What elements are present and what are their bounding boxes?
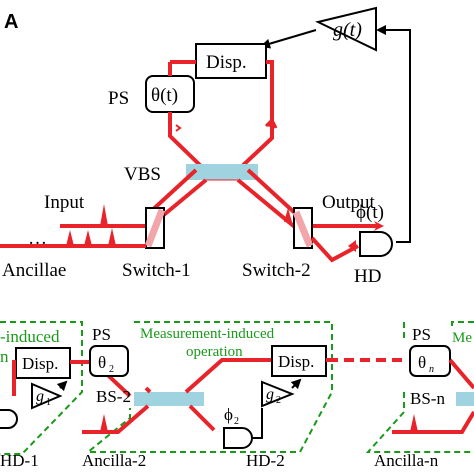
left-block-text-2: n <box>0 347 9 366</box>
beam-to-hd <box>310 236 359 263</box>
me-text: Me <box>452 330 472 346</box>
bsn-splitter <box>456 392 474 406</box>
disp-label-1: Disp. <box>22 354 58 373</box>
switch-1-mirror <box>144 208 166 248</box>
output-pulse <box>284 208 292 222</box>
g2-arrow <box>290 378 302 390</box>
disp-label-top: Disp. <box>206 52 247 73</box>
disp-box-2 <box>271 345 327 377</box>
beam-vbs-to-ps <box>168 112 207 172</box>
hd2-label: HD-2 <box>246 451 285 470</box>
input-pulse <box>100 204 108 226</box>
g1-arrow <box>56 380 68 392</box>
beam-bs2-to-disp2 <box>184 358 272 394</box>
hd-detector <box>359 231 393 257</box>
ancillae-dots: … <box>28 228 47 249</box>
beam-disp-to-vbs <box>236 60 274 172</box>
dashed-block-middle <box>85 321 333 453</box>
switch-1-label: Switch-1 <box>122 260 191 281</box>
bsn-label: BS-n <box>410 389 445 408</box>
ps-phase-top: θ(t) <box>151 85 178 106</box>
beam-bs2-ancilla <box>82 404 150 434</box>
gain-to-disp-line <box>260 29 317 49</box>
theta-n: θ <box>418 353 426 372</box>
disp-label-2: Disp. <box>278 352 314 371</box>
arrow-mark-1 <box>175 124 182 132</box>
switch-2-label: Switch-2 <box>242 260 311 281</box>
ps-label-n: PS <box>412 325 431 344</box>
feedback-line <box>376 25 411 243</box>
dashed-block-right <box>365 321 474 453</box>
bs2-splitter <box>134 392 204 406</box>
beam-bsn-ancilla <box>392 410 474 434</box>
disp-box-top <box>195 43 267 79</box>
g2-sub: 2 <box>276 395 281 406</box>
theta2-sub: 2 <box>109 364 114 375</box>
hd2-detector <box>223 427 253 449</box>
gain-label: g(t) <box>333 19 362 41</box>
input-label: Input <box>44 192 85 213</box>
g1-label: g <box>36 388 44 405</box>
ps-label-top: PS <box>108 88 129 109</box>
ancilla-n-label: Ancilla-n <box>374 451 439 470</box>
theta2: θ <box>98 353 106 372</box>
hd2-wire <box>252 408 263 439</box>
ps-box-2 <box>89 345 129 377</box>
ancillae-label: Ancillae <box>2 260 66 281</box>
beam-psn-to-bsn <box>448 358 474 390</box>
gain-amplifier <box>315 6 377 52</box>
panel-label: A <box>4 11 18 33</box>
meas-line-2: operation <box>186 344 243 360</box>
ancilla2-pulse <box>100 414 108 432</box>
beam-cross-a <box>146 168 198 216</box>
beam-bs2-to-hd2 <box>188 404 216 432</box>
hd1-label: HD-1 <box>0 451 39 470</box>
bs2-label: BS-2 <box>96 387 131 406</box>
arrow-mark-2 <box>264 117 278 129</box>
output-label: Output <box>322 192 376 213</box>
gain-amplifier-2 <box>261 380 295 408</box>
ps-label-2: PS <box>92 325 111 344</box>
ancilla-n-pulse <box>410 414 418 432</box>
left-block-text-1: -induced <box>0 327 60 346</box>
g2-label: g <box>266 386 274 403</box>
phi2: ϕ <box>224 405 233 424</box>
ancilla-pulse-2 <box>84 230 92 246</box>
hd-label: HD <box>354 266 381 287</box>
beam-to-hd-arrow <box>348 240 356 252</box>
beam-b1-left <box>12 360 16 396</box>
ancilla-pulse-3 <box>108 228 116 246</box>
theta-n-sub: n <box>429 364 434 375</box>
beam-bs2-in <box>144 386 152 394</box>
vbs-splitter <box>186 164 258 180</box>
g1-sub: 1 <box>46 397 51 408</box>
switch-2-mirror <box>292 210 314 248</box>
beam-cross-b <box>246 168 298 216</box>
meas-line-1: Measurement-induced <box>140 326 275 342</box>
ancilla-pulse-1 <box>66 230 74 246</box>
ancilla2-label: Ancilla-2 <box>82 451 146 470</box>
gain-amplifier-1 <box>31 382 63 410</box>
hd-phase-label: ϕ(t) <box>356 202 384 223</box>
hd1-detector <box>0 409 18 429</box>
vbs-label: VBS <box>124 164 161 185</box>
dashed-block-left <box>0 321 83 455</box>
phi2-sub: 2 <box>234 416 239 427</box>
